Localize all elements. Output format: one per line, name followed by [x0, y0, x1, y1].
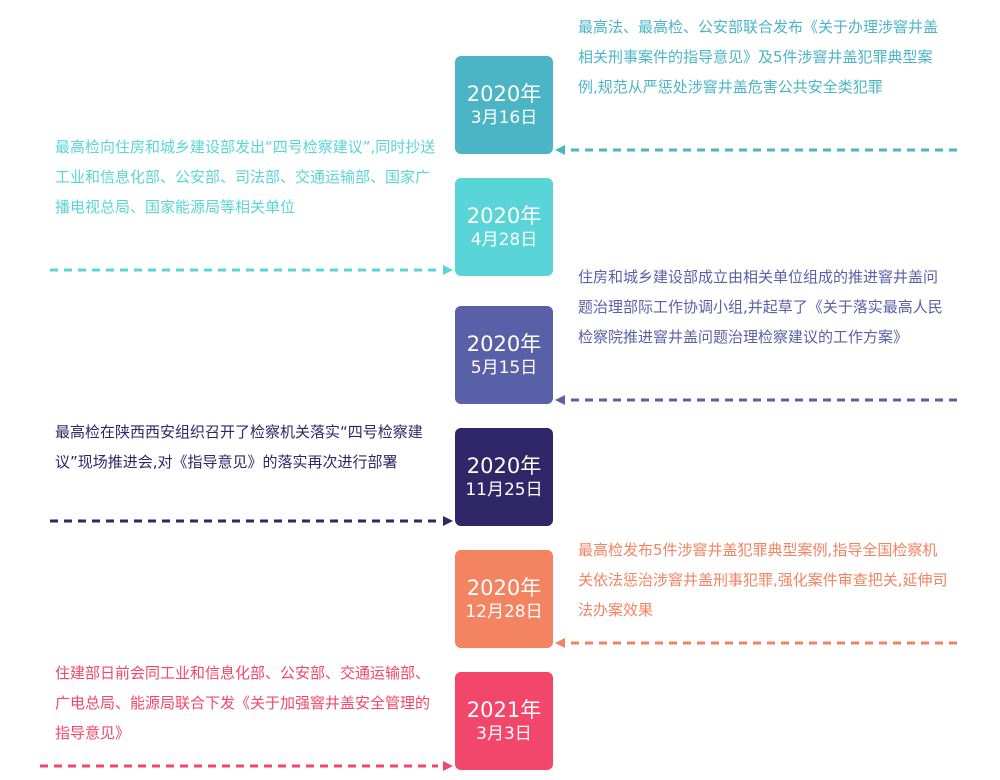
- date-box-2020-03-16: 2020年 3月16日: [455, 56, 553, 154]
- date-year: 2020年: [466, 576, 542, 600]
- dashed-connector-arrow: [50, 265, 453, 275]
- date-box-2021-03-03: 2021年 3月3日: [455, 672, 553, 770]
- date-day: 5月15日: [470, 358, 538, 378]
- dashed-connector-arrow: [40, 761, 453, 771]
- date-day: 12月28日: [465, 602, 543, 622]
- dashed-connector-arrow: [555, 638, 960, 648]
- date-day: 3月3日: [476, 724, 532, 744]
- date-day: 11月25日: [465, 480, 543, 500]
- date-year: 2021年: [466, 698, 542, 722]
- dashed-connector-arrow: [50, 516, 453, 526]
- event-description: 住房和城乡建设部成立由相关单位组成的推进窨井盖问题治理部际工作协调小组,并起草了…: [578, 268, 943, 346]
- date-box-2020-05-15: 2020年 5月15日: [455, 306, 553, 404]
- date-box-2020-04-28: 2020年 4月28日: [455, 178, 553, 276]
- dashed-connector-arrow: [555, 395, 960, 405]
- date-year: 2020年: [466, 454, 542, 478]
- dashed-connector-arrow: [555, 145, 960, 155]
- event-description: 最高检向住房和城乡建设部发出“四号检察建议”,同时抄送工业和信息化部、公安部、司…: [55, 138, 436, 216]
- date-year: 2020年: [466, 82, 542, 106]
- event-description: 住建部日前会同工业和信息化部、公安部、交通运输部、广电总局、能源局联合下发《关于…: [55, 664, 431, 742]
- event-description: 最高检在陕西西安组织召开了检察机关落实“四号检察建议”现场推进会,对《指导意见》…: [55, 423, 423, 471]
- date-box-2020-12-28: 2020年 12月28日: [455, 550, 553, 648]
- date-year: 2020年: [466, 332, 542, 356]
- date-year: 2020年: [466, 204, 542, 228]
- date-day: 3月16日: [470, 108, 538, 128]
- event-description: 最高检发布5件涉窨井盖犯罪典型案例,指导全国检察机关依法惩治涉窨井盖刑事犯罪,强…: [578, 541, 948, 619]
- date-box-2020-11-25: 2020年 11月25日: [455, 428, 553, 526]
- event-description: 最高法、最高检、公安部联合发布《关于办理涉窨井盖相关刑事案件的指导意见》及5件涉…: [578, 18, 939, 96]
- date-day: 4月28日: [470, 230, 538, 250]
